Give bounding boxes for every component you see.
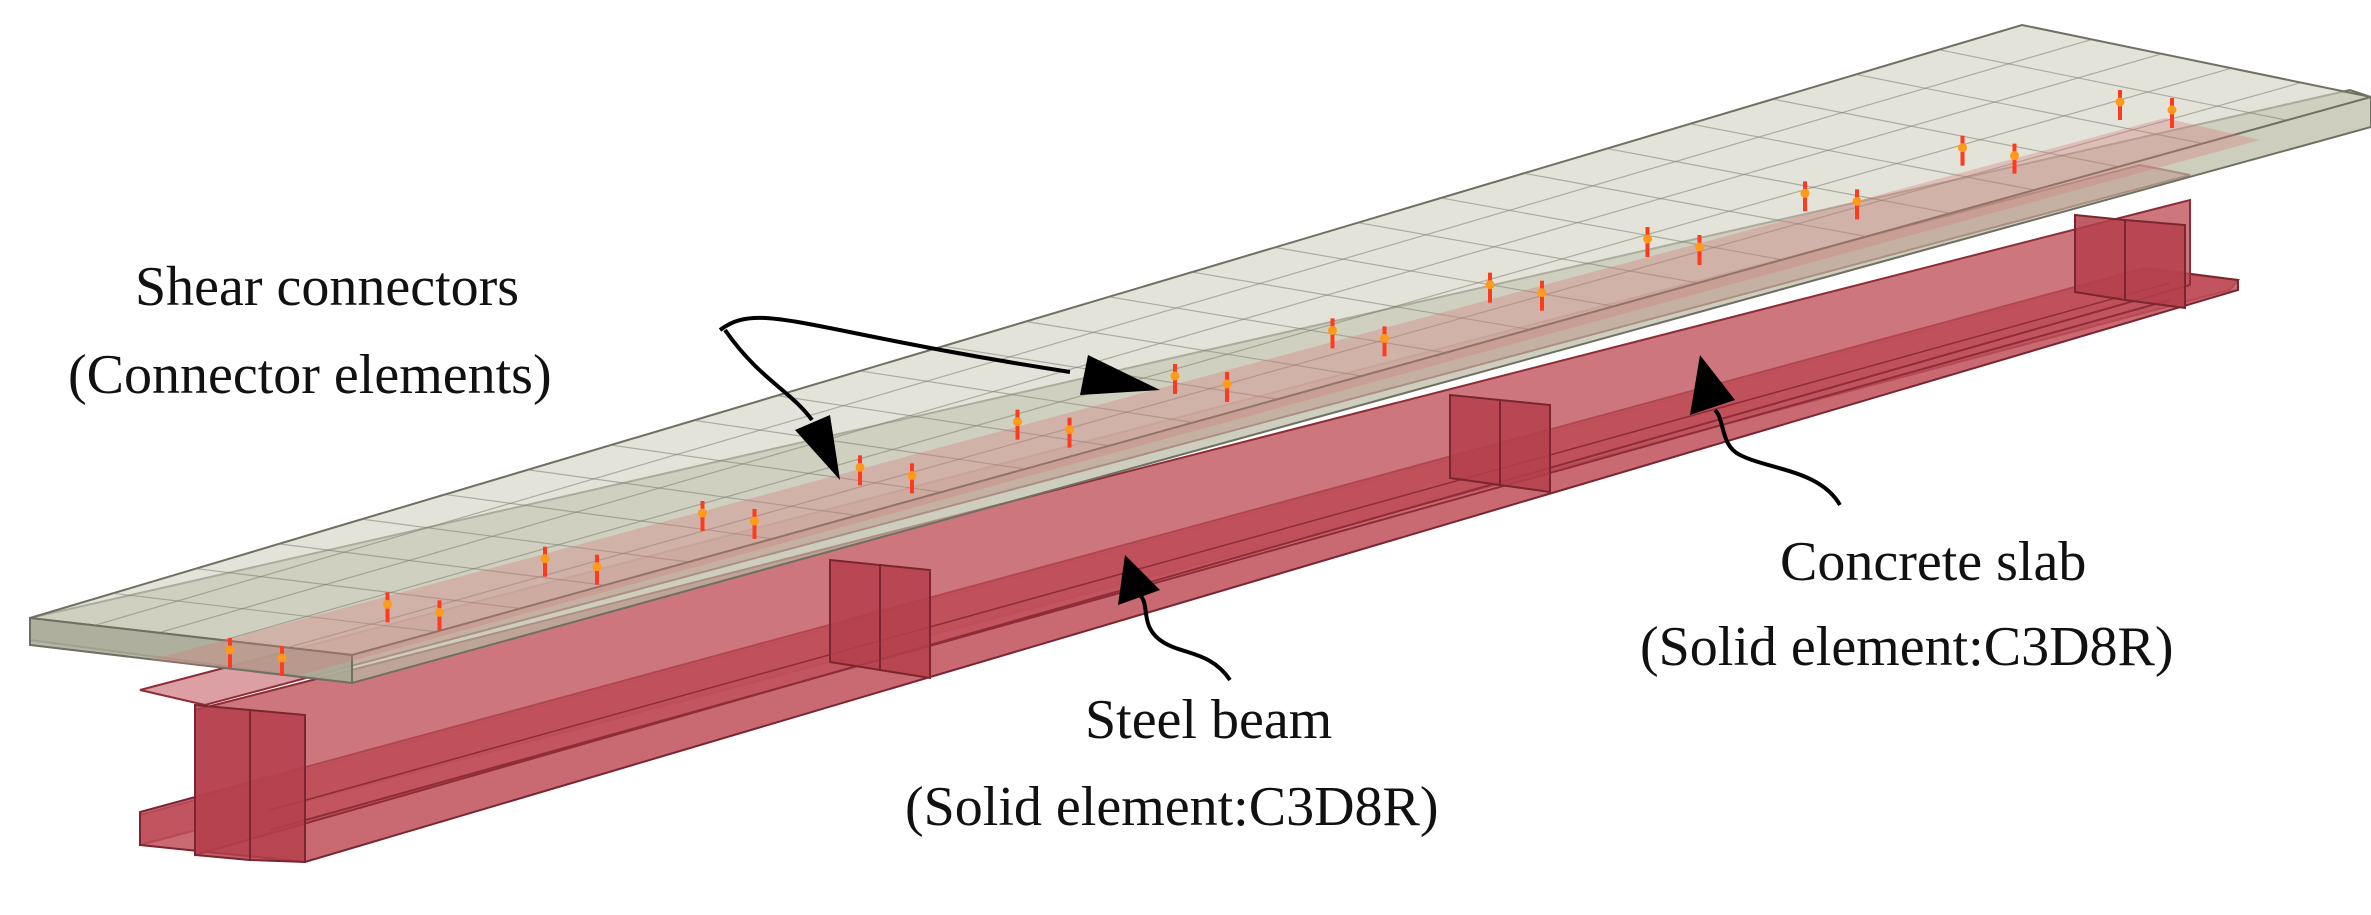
slab-mesh-line [223, 67, 2232, 641]
shear-connector-head [435, 607, 444, 617]
arrow-head [795, 415, 840, 480]
shear-connector-head [1013, 417, 1022, 427]
shear-connector-head [1065, 425, 1074, 435]
label-shear-connectors-subtitle: (Connector elements) [68, 344, 552, 406]
shear-connector-head [1485, 280, 1495, 290]
slab-mesh-line [776, 395, 1110, 447]
steel-stiffeners [194, 213, 2186, 864]
slab-mesh-line [361, 518, 689, 563]
steel-web-line [269, 299, 2171, 831]
shear-connector-head [1222, 379, 1232, 389]
label-shear-connectors-title: Shear connectors [135, 256, 519, 318]
slab-mesh-line [1938, 49, 2287, 121]
shear-connector-head [383, 599, 392, 609]
shear-connector-head [1800, 188, 1810, 198]
slab-mesh-line [1191, 271, 1530, 331]
slab-mesh-line [1606, 147, 1951, 214]
stiffener [1449, 393, 1501, 487]
label-concrete-slab: Concrete slab (Solid element:C3D8R) [1640, 531, 2174, 678]
shear-connector-head [1380, 333, 1389, 343]
arrow-head [1690, 355, 1735, 415]
label-shear-connectors: Shear connectors (Connector elements) [68, 256, 552, 406]
slab-mesh-line [287, 82, 2302, 649]
shear-connector-head [225, 645, 235, 655]
slab-mesh-line [1772, 98, 2119, 168]
shear-connector-head [750, 516, 759, 526]
stiffener [1499, 398, 1551, 494]
stiffener [879, 563, 931, 680]
slab-mesh-line [195, 567, 521, 610]
shear-connectors [225, 90, 2177, 676]
slab-mesh-line [693, 419, 1026, 470]
slab-mesh-line [158, 53, 2162, 634]
slab-mesh-line [1523, 172, 1867, 238]
shear-connector-head [1958, 143, 1967, 153]
arrow-head [1118, 555, 1160, 605]
shear-connector-head [1170, 371, 1180, 381]
slab-mesh-line [610, 444, 941, 493]
arrow-head [1080, 355, 1160, 395]
slab-mesh-line [112, 592, 437, 633]
slab-mesh-line [1025, 320, 1362, 377]
arrow-steel-beam [1138, 593, 1232, 682]
stiffener [2074, 213, 2126, 302]
stiffener [249, 708, 306, 864]
shear-connector-head [1537, 288, 1547, 298]
slab-mesh-line [1440, 197, 1783, 261]
leader-arrows [718, 315, 1842, 682]
label-steel-beam-subtitle: (Solid element:C3D8R) [905, 776, 1439, 838]
shear-connector-head [1643, 234, 1652, 244]
arrow-shear-connectors-b [723, 328, 814, 422]
label-steel-beam: Steel beam (Solid element:C3D8R) [905, 689, 1439, 838]
slab-mesh-line [1855, 73, 2203, 145]
shear-connector-head [2115, 97, 2125, 107]
shear-connector-head [855, 462, 865, 472]
slab-mesh-line [94, 38, 2092, 626]
slab-mesh-line [1274, 246, 1614, 307]
stiffener [194, 703, 251, 862]
slab-mesh-line [1689, 123, 2035, 191]
shear-connector-head [1852, 196, 1862, 206]
stiffener [829, 558, 881, 672]
shear-connector-head [698, 508, 707, 518]
slab-mesh-line [1357, 222, 1699, 284]
slab-mesh-line [1108, 296, 1446, 354]
concrete-slab [29, 23, 2371, 685]
shear-connector-head [1695, 242, 1704, 252]
slab-mesh-line [278, 543, 605, 586]
slab-end-face [29, 616, 353, 685]
shear-connector-head [592, 562, 602, 572]
label-concrete-slab-title: Concrete slab [1780, 531, 2086, 593]
label-concrete-slab-subtitle: (Solid element:C3D8R) [1640, 616, 2174, 678]
shear-connector-head [540, 554, 550, 564]
stiffener [2124, 218, 2186, 310]
steel-web-line [269, 282, 2171, 811]
shear-connector-head [1328, 325, 1337, 335]
shear-connector-head [277, 653, 287, 663]
shear-connector-head [2010, 151, 2019, 161]
shear-connector-head [907, 470, 917, 480]
slab-mesh-line [444, 493, 773, 540]
arrow-concrete-slab [1713, 408, 1842, 507]
slab-mesh-line [859, 370, 1194, 424]
shear-connector-head [2167, 105, 2177, 115]
label-steel-beam-title: Steel beam [1085, 689, 1332, 751]
arrow-shear-connectors-a [718, 315, 1071, 374]
steel-flange-through-slab [150, 118, 2260, 675]
slab-mesh [94, 38, 2302, 649]
slab-mesh-line [527, 469, 857, 517]
